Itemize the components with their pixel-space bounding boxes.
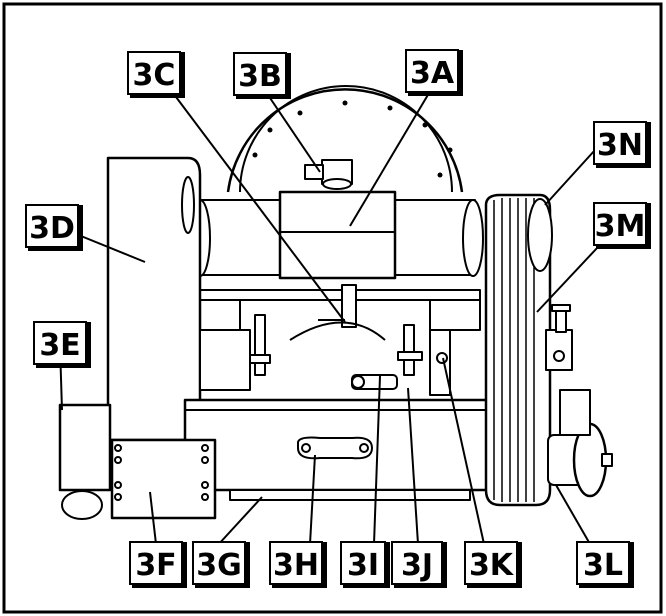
label-3a: 3A bbox=[405, 49, 463, 96]
center-rod bbox=[341, 284, 357, 328]
label-3l: 3L bbox=[576, 541, 634, 588]
label-3h-text: 3H bbox=[273, 548, 319, 583]
left-bracket bbox=[199, 329, 251, 391]
machine-drawing bbox=[58, 85, 613, 520]
label-3d-text: 3D bbox=[29, 211, 75, 246]
left-block bbox=[58, 403, 112, 492]
front-plate bbox=[110, 438, 217, 520]
label-3g: 3G bbox=[192, 541, 250, 588]
label-3e: 3E bbox=[33, 321, 91, 368]
label-3j-text: 3J bbox=[401, 548, 433, 583]
label-3m: 3M bbox=[593, 202, 651, 249]
label-3j: 3J bbox=[391, 541, 447, 588]
label-3k-text: 3K bbox=[469, 548, 515, 583]
label-3k: 3K bbox=[464, 541, 522, 588]
base-lower bbox=[229, 489, 471, 501]
center-box bbox=[278, 190, 397, 280]
label-3m-text: 3M bbox=[595, 209, 646, 244]
label-3f-text: 3F bbox=[135, 548, 176, 583]
label-3e-text: 3E bbox=[39, 328, 80, 363]
label-3n: 3N bbox=[593, 121, 651, 168]
top-pulley bbox=[527, 198, 553, 272]
frame-plate bbox=[189, 289, 481, 301]
right-stud bbox=[403, 324, 415, 376]
center-arc bbox=[289, 321, 386, 341]
label-3c-text: 3C bbox=[133, 58, 176, 93]
label-3b: 3B bbox=[233, 52, 291, 99]
label-3d: 3D bbox=[25, 204, 83, 251]
label-3b-text: 3B bbox=[238, 59, 282, 94]
label-3i: 3I bbox=[340, 541, 390, 588]
right-housing bbox=[384, 199, 476, 276]
right-mount bbox=[429, 299, 481, 331]
label-3g-text: 3G bbox=[196, 548, 242, 583]
callout-labels: 3C 3B 3A 3N 3M 3D 3E bbox=[25, 49, 651, 588]
base-handle bbox=[297, 436, 373, 460]
label-3n-text: 3N bbox=[597, 128, 643, 163]
dome-bolts bbox=[252, 100, 453, 178]
label-3l-text: 3L bbox=[583, 548, 623, 583]
label-3i-text: 3I bbox=[347, 548, 379, 583]
label-3f: 3F bbox=[129, 541, 187, 588]
right-housing-end bbox=[462, 199, 484, 277]
top-dome bbox=[226, 88, 464, 193]
label-3c: 3C bbox=[127, 51, 185, 98]
label-3a-text: 3A bbox=[410, 56, 455, 91]
top-dome-inner bbox=[239, 85, 453, 193]
label-3h: 3H bbox=[269, 541, 327, 588]
leader-lines bbox=[59, 87, 599, 547]
